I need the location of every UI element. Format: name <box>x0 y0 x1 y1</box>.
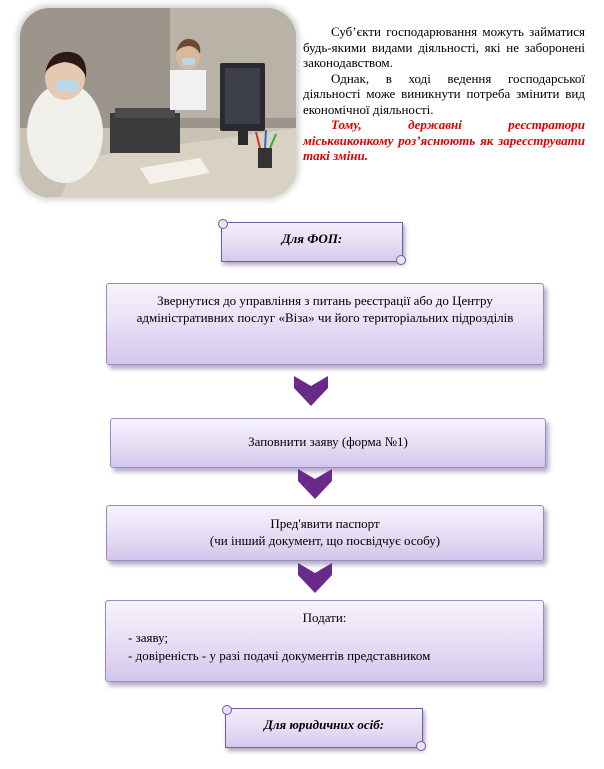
step-3-text-line-2: (чи інший документ, що посвідчує особу) <box>209 533 441 548</box>
step-2-box: Заповнити заяву (форма №1) <box>110 418 546 468</box>
arrow-3 <box>298 563 332 593</box>
fop-section-label-text: Для ФОП: <box>281 231 343 246</box>
step-2-text: Заповнити заяву (форма №1) <box>248 434 408 449</box>
step-1-box: Звернутися до управління з питань реєстр… <box>106 283 544 365</box>
legal-entities-section-label: Для юридичних осіб: <box>222 705 426 751</box>
arrow-2 <box>298 469 332 499</box>
intro-text: Суб’єкти господарювання можуть займатися… <box>303 24 585 164</box>
intro-paragraph-highlight: Тому, державні реєстратори міськвиконком… <box>303 117 585 163</box>
step-4-item-2: - довіреність - у разі подачі документів… <box>128 648 431 663</box>
chevron-down-arrow-icon <box>298 563 332 593</box>
chevron-down-arrow-icon <box>298 469 332 499</box>
step-4-box: Подати: - заяву; - довіреність - у разі … <box>105 600 544 682</box>
intro-paragraph-1: Суб’єкти господарювання можуть займатися… <box>303 24 585 70</box>
registrar-office-photo <box>20 8 296 197</box>
fop-section-label: Для ФОП: <box>218 219 406 265</box>
step-4-item-1: - заяву; <box>128 630 169 645</box>
step-3-box: Пред'явити паспорт (чи інший документ, щ… <box>106 505 544 561</box>
step-1-text: Звернутися до управління з питань реєстр… <box>136 293 514 325</box>
legal-entities-section-label-text: Для юридичних осіб: <box>263 717 385 732</box>
chevron-down-arrow-icon <box>294 376 328 406</box>
arrow-1 <box>294 376 328 406</box>
step-4-title: Подати: <box>302 610 347 625</box>
intro-paragraph-2: Однак, в ході ведення господарської діял… <box>303 70 585 117</box>
step-3-text-line-1: Пред'явити паспорт <box>270 516 380 531</box>
office-scene-illustration <box>20 8 296 197</box>
